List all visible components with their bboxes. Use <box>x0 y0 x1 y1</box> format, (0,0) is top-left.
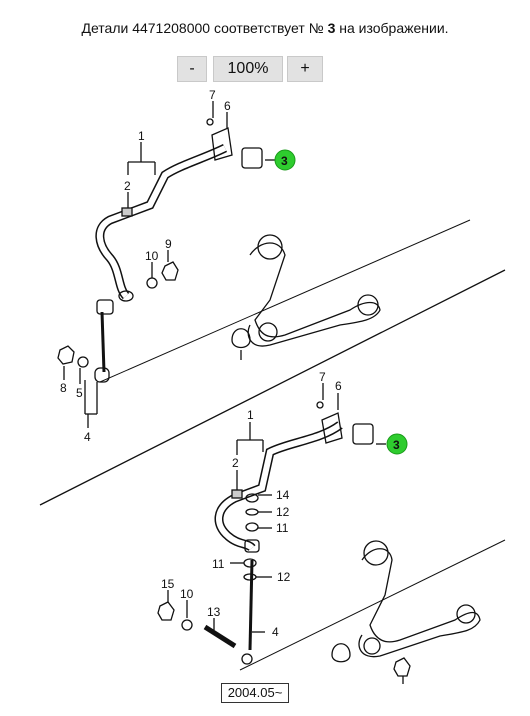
caption-part-number: 3 <box>327 20 336 36</box>
callout-bottom-12b[interactable]: 12 <box>277 570 291 584</box>
highlight-marker-bottom[interactable] <box>386 433 408 455</box>
bottom-stabilizer-assembly <box>157 383 481 684</box>
callout-top-3[interactable]: 3 <box>281 154 288 168</box>
callout-top-10[interactable]: 10 <box>145 249 159 263</box>
callout-bottom-3[interactable]: 3 <box>393 438 400 452</box>
callout-bottom-13[interactable]: 13 <box>207 605 221 619</box>
part-caption: Детали 4471208000 соответствует № 3 на и… <box>0 20 530 36</box>
callout-top-6[interactable]: 6 <box>224 99 231 113</box>
callout-top-1[interactable]: 1 <box>138 129 145 143</box>
callout-bottom-14[interactable]: 14 <box>276 488 290 502</box>
callout-top-4[interactable]: 4 <box>84 430 91 444</box>
model-date-label: 2004.05~ <box>221 683 289 703</box>
callout-bottom-10[interactable]: 10 <box>180 587 194 601</box>
highlight-marker-top[interactable] <box>274 149 296 171</box>
top-stabilizer-assembly <box>57 101 381 428</box>
callout-bottom-2[interactable]: 2 <box>232 456 239 470</box>
callout-bottom-11a[interactable]: 11 <box>276 521 289 535</box>
caption-prefix: Детали 4471208000 соответствует № <box>81 20 324 36</box>
callout-bottom-11b[interactable]: 11 <box>212 557 225 571</box>
callout-top-5[interactable]: 5 <box>76 386 83 400</box>
zoom-out-button[interactable]: - <box>177 56 207 82</box>
callout-bottom-1[interactable]: 1 <box>247 408 254 422</box>
callout-bottom-6[interactable]: 6 <box>335 379 342 393</box>
parts-diagram: 1 2 3 4 5 6 7 8 9 10 1 2 3 4 6 7 10 11 1… <box>39 88 506 684</box>
callout-bottom-12a[interactable]: 12 <box>276 505 290 519</box>
zoom-in-button[interactable]: + <box>287 56 323 82</box>
callout-top-8[interactable]: 8 <box>60 381 67 395</box>
section-divider-line <box>39 269 506 506</box>
callout-bottom-15[interactable]: 15 <box>161 577 175 591</box>
zoom-level-display[interactable]: 100% <box>213 56 283 82</box>
callout-top-9[interactable]: 9 <box>165 237 172 251</box>
callout-top-7[interactable]: 7 <box>209 88 216 102</box>
caption-suffix: на изображении. <box>339 20 449 36</box>
callout-top-2[interactable]: 2 <box>124 179 131 193</box>
callout-bottom-7[interactable]: 7 <box>319 370 326 384</box>
callout-bottom-4[interactable]: 4 <box>272 625 279 639</box>
